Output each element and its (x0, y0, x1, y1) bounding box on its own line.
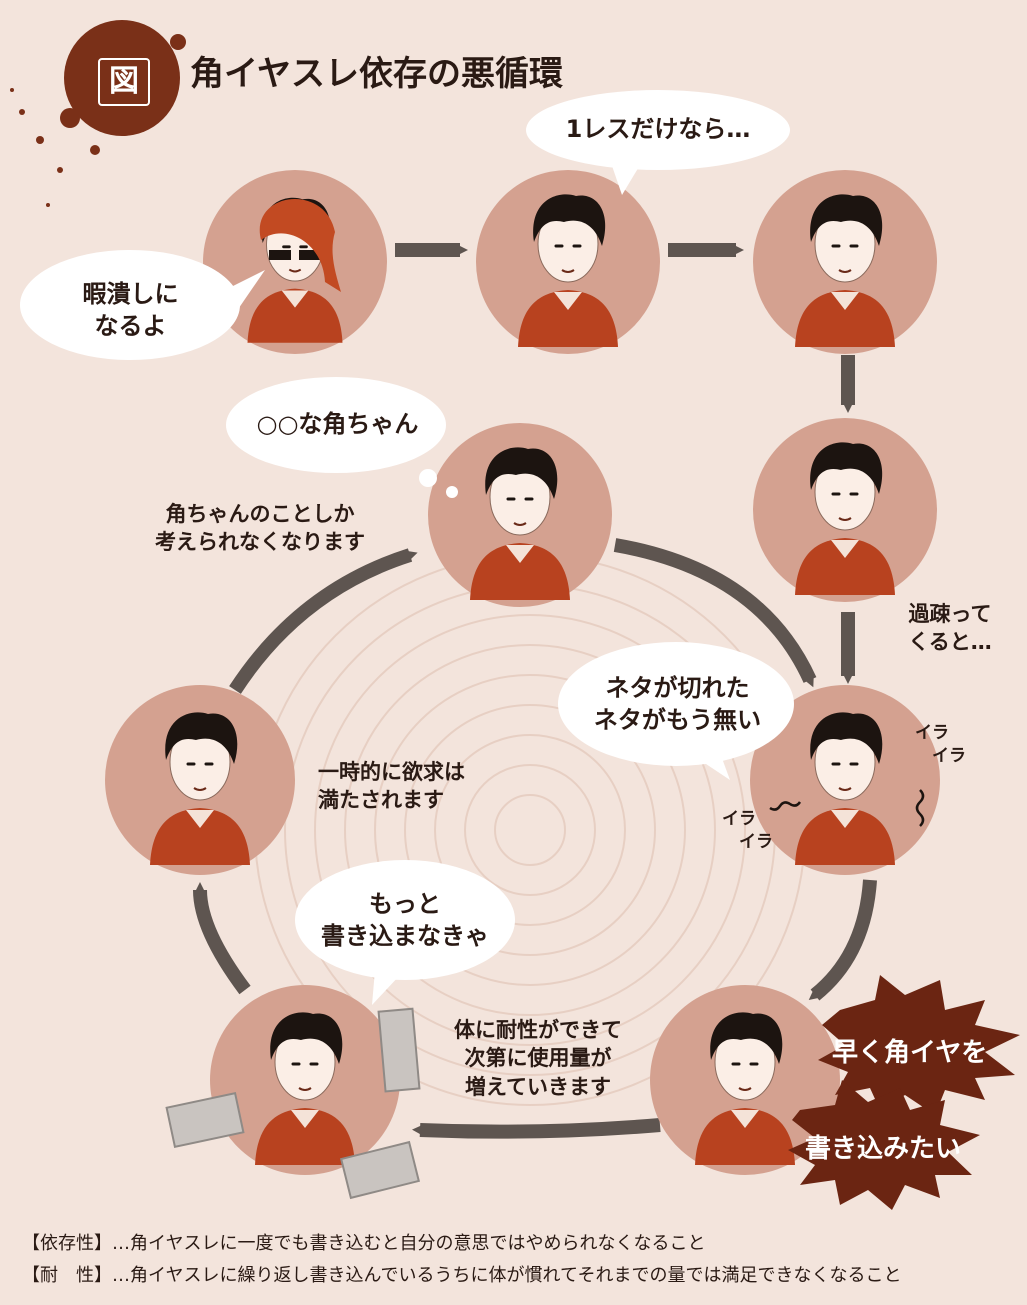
burst-hurry: 早く角イヤを (832, 1038, 988, 1068)
burst-write-shape (788, 1080, 980, 1210)
bubble-must-write-more: もっと 書き込まなきゃ (321, 890, 489, 951)
stage-curious (476, 170, 660, 354)
thought-dot-large (419, 469, 437, 487)
bubble-write-more-tail (372, 970, 400, 1005)
bubble-kill-time: 暇潰しに なるよ (82, 280, 179, 341)
burst-want-write: 書き込みたい (805, 1134, 962, 1164)
burst-hurry-shape (818, 975, 1020, 1115)
stage-writing (210, 985, 400, 1175)
bubble-out-of-topics: ネタが切れた ネタがもう無い (593, 674, 762, 735)
bubble-topics-tail (700, 742, 730, 780)
footnote-dependence: 【依存性】…角イヤスレに一度でも書き込むと自分の意思ではやめられなくなること (22, 1233, 706, 1254)
bubble-just-one: 1レスだけなら… (565, 115, 751, 143)
arrow-thinking-to-irritated (613, 538, 817, 688)
arrow-satisfied-to-thinking (229, 548, 418, 694)
caption-satisfied: 一時的に欲求は 満たされます (318, 760, 465, 813)
craving-bursts (788, 975, 1020, 1210)
caption-tolerance: 体に耐性ができて 次第に使用量が 増えていきます (454, 1018, 622, 1099)
figure-badge: 図 (98, 58, 150, 106)
thought-dot-small (446, 486, 458, 498)
stage-circles (105, 170, 940, 1175)
stage-tempter (203, 170, 387, 354)
title-badge-splat (10, 20, 186, 207)
arrow-writing-to-satisfied (193, 882, 251, 995)
footnote-tolerance: 【耐 性】…角イヤスレに繰り返し書き込んでいるうちに体が慣れてそれまでの量では満… (22, 1265, 902, 1286)
irritation-marks (769, 789, 925, 827)
sound-ira-right: イラ イラ (915, 723, 966, 766)
stage-satisfied (105, 685, 295, 875)
bubble-write-more-shape (295, 860, 515, 980)
bubble-just-one-shape (526, 90, 790, 170)
flow-arrows (395, 243, 855, 684)
stage-craving (650, 985, 840, 1175)
bubble-thinking: ○○な角ちゃん (256, 410, 419, 438)
paper-stacks (165, 1007, 421, 1200)
bubble-kill-time-tail (225, 270, 265, 318)
bubble-thinking-shape (226, 377, 446, 473)
bubble-kill-time-shape (20, 250, 240, 360)
caption-only-thinking: 角ちゃんのことしか 考えられなくなります (155, 502, 365, 555)
arrow-craving-to-writing (412, 1118, 661, 1139)
stage-irritated (750, 685, 940, 875)
arrow-irritated-to-craving (808, 879, 877, 1001)
bubble-topics-shape (558, 642, 794, 766)
cycle-arrows (193, 538, 877, 1139)
stage-excited (753, 418, 937, 602)
caption-withdrawal: 過疎って くると… (908, 602, 992, 655)
page-title: 角イヤスレ依存の悪循環 (190, 54, 563, 94)
speech-bubbles (20, 90, 794, 1005)
sound-ira-left: イラ イラ (722, 809, 773, 852)
stage-thinking (428, 423, 612, 607)
bubble-just-one-tail (610, 160, 640, 195)
stage-worried (753, 170, 937, 354)
